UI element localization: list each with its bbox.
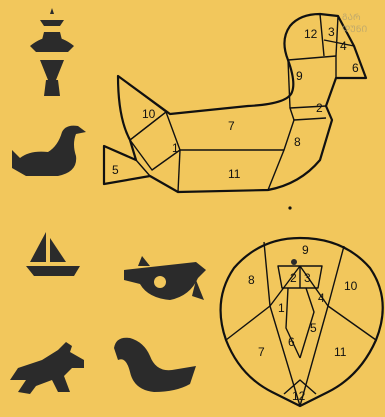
mouse-mark [291,259,297,265]
egg-label-12: 12 [292,389,306,403]
egg-label-5: 5 [310,321,317,335]
egg-label-7: 7 [258,345,265,359]
egg-label-1: 1 [278,301,285,315]
egg-label-10: 10 [344,279,358,293]
egg-label-11: 11 [334,345,347,359]
egg-label-6: 6 [288,335,295,349]
duck-label-4: 4 [340,39,347,53]
duck-label-1: 1 [172,141,179,155]
duck-label-5: 5 [112,163,119,177]
egg-label-8: 8 [248,273,255,287]
egg-label-4: 4 [318,291,325,305]
egg-label-3: 3 [304,271,311,285]
duck-label-3: 3 [328,25,335,39]
stamp-line-2: ᲓᲣᲜᲘ [342,25,367,35]
duck-label-9: 9 [296,69,303,83]
duck-label-8: 8 [294,135,301,149]
duck-label-11: 11 [228,167,241,181]
egg-label-9: 9 [302,243,309,257]
stamp-line-1: ᲒᲐᲠ [342,13,361,23]
stray-dot [288,206,291,209]
duck-label-2: 2 [316,101,323,115]
duck-label-10: 10 [142,107,156,121]
egg-label-2: 2 [290,271,297,285]
duck-label-6: 6 [352,61,359,75]
duck-label-12: 12 [304,27,318,41]
duck-label-7: 7 [228,119,235,133]
